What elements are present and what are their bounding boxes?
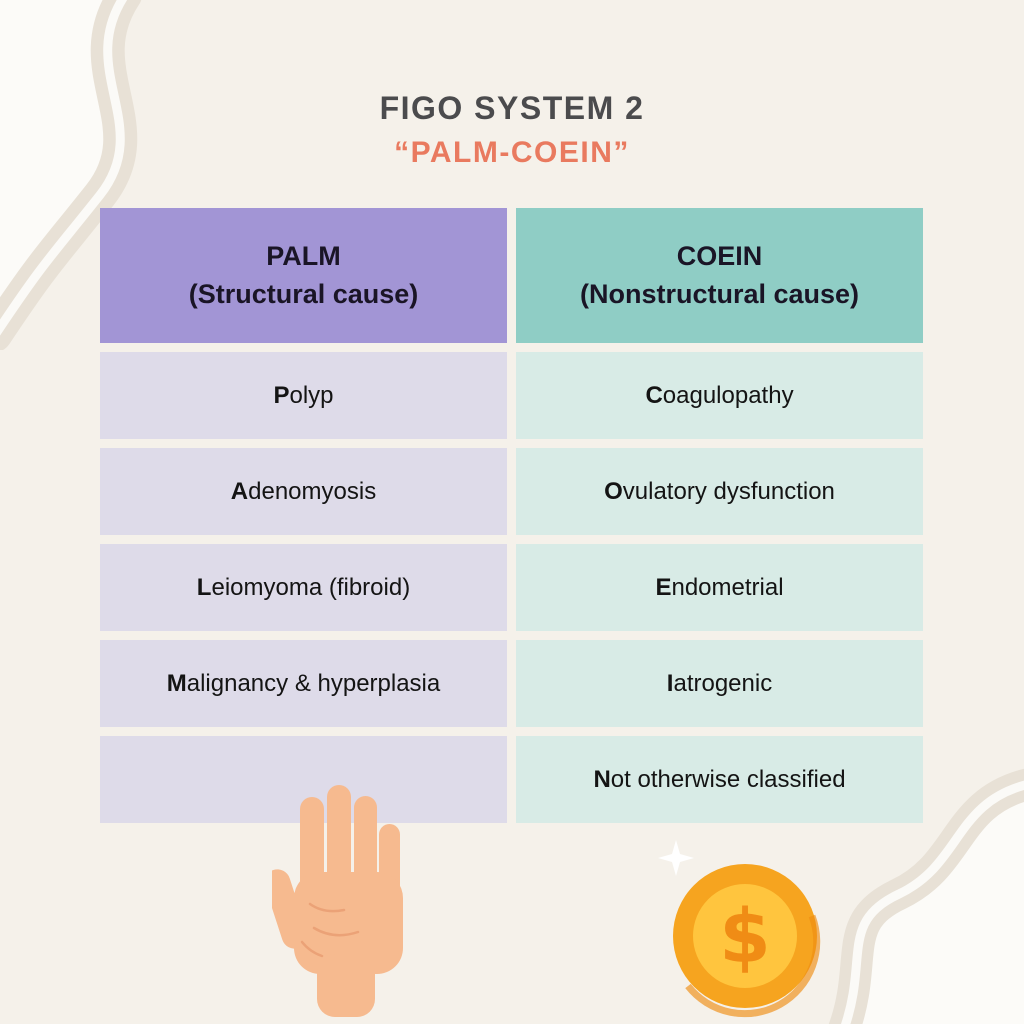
cell-lead-letter: P <box>273 381 290 409</box>
cell-lead-letter: C <box>645 381 663 409</box>
coein-header-acronym: COEIN <box>676 240 763 271</box>
cell-text: ot otherwise classified <box>610 765 846 793</box>
page-subtitle: “PALM-COEIN” <box>394 136 630 169</box>
cell-lead-letter: A <box>230 477 249 505</box>
cell-lead-letter: E <box>655 573 672 601</box>
coin-inner-face <box>693 884 797 988</box>
title-block: FIGO SYSTEM 2 “PALM-COEIN” <box>0 90 1024 170</box>
cell-text: alignancy & hyperplasia <box>186 669 441 697</box>
palm-header-acronym: PALM <box>266 240 341 271</box>
cell-lead-letter: O <box>604 477 623 505</box>
palm-header-caption: (Structural cause) <box>188 278 419 309</box>
cell-lead-letter: N <box>593 765 611 793</box>
palm-header: PALM (Structural cause) <box>100 208 507 343</box>
cell-text: atrogenic <box>673 669 773 697</box>
page-title: FIGO SYSTEM 2 <box>379 90 645 126</box>
cell-text: olyp <box>289 381 334 409</box>
palm-hand-illustration <box>272 785 403 1017</box>
cell-lead-letter: I <box>666 669 674 697</box>
cell-lead-letter: L <box>196 573 212 601</box>
cell-text: eiomyoma (fibroid) <box>211 573 411 601</box>
cell-lead-letter: M <box>166 669 187 697</box>
cell-text: denomyosis <box>248 477 377 505</box>
dollar-sign: $ <box>719 894 771 980</box>
cell-text: ndometrial <box>671 573 784 601</box>
cell-text: oagulopathy <box>662 381 794 409</box>
cell-text: vulatory dysfunction <box>622 477 835 505</box>
coein-header-caption: (Nonstructural cause) <box>579 278 860 309</box>
coein-header: COEIN (Nonstructural cause) <box>516 208 923 343</box>
gold-dollar-coin-illustration: $ <box>658 840 821 1018</box>
sparkle-icon <box>658 840 694 876</box>
